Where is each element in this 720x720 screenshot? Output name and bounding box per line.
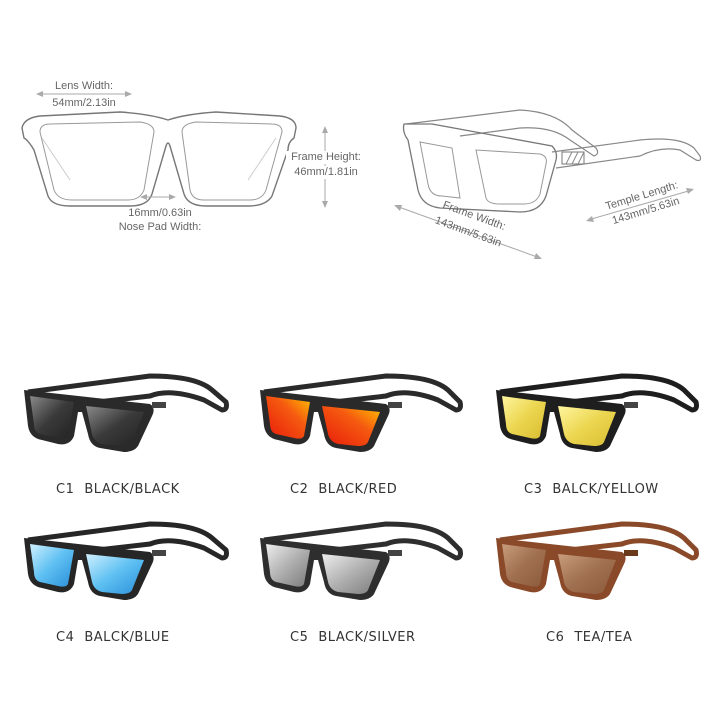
lens-width-label: Lens Width: [54,80,114,92]
frame-height-value: 46mm/1.81in [286,166,366,179]
sunglasses-icon [260,521,463,600]
sunglasses-icon [496,521,699,600]
lens-width-value: 54mm/2.13in [52,97,116,109]
sunglasses-icon [24,373,229,452]
sunglasses-icon [496,373,699,452]
sunglasses-icon [24,521,229,600]
frame-height-label: Frame Height: [286,151,366,164]
sunglasses-icon [260,373,463,452]
nose-pad-width-value: 16mm/0.63in [128,207,192,219]
nose-pad-width-label: Nose Pad Width: [118,221,202,233]
